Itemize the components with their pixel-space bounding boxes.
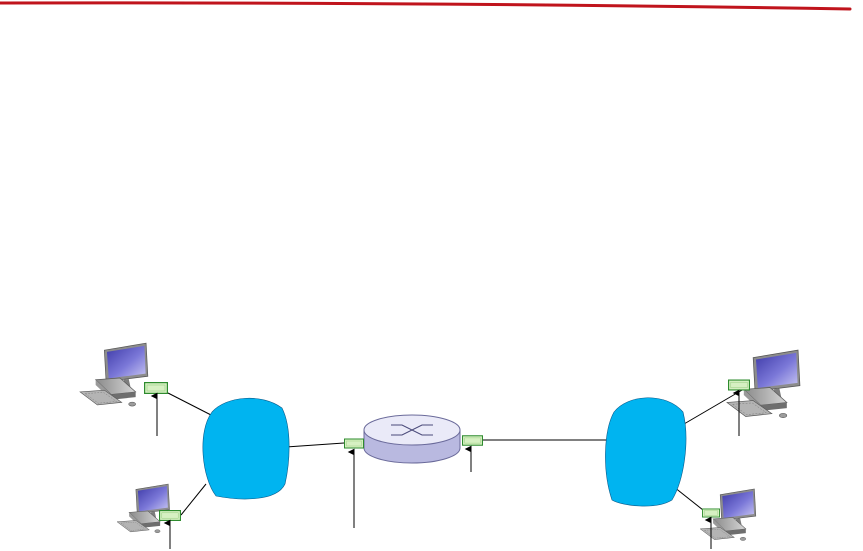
link-left-subnet-router bbox=[285, 442, 345, 448]
network-interface-icon bbox=[727, 379, 751, 391]
link-left-upper-host bbox=[167, 392, 214, 417]
router-icon bbox=[363, 414, 461, 464]
link-right-lower-host bbox=[673, 486, 704, 511]
desktop-computer-icon bbox=[116, 483, 170, 534]
network-interface-icon bbox=[343, 438, 365, 449]
network-interface-icon bbox=[701, 508, 721, 518]
network-interface-icon bbox=[144, 382, 168, 394]
right-subnet-cloud bbox=[605, 397, 687, 507]
network-interface-icon bbox=[159, 509, 181, 522]
left-subnet-cloud bbox=[202, 398, 290, 500]
title-rule bbox=[0, 1, 852, 11]
network-interface-icon bbox=[461, 435, 484, 446]
interface-pointer-arrows bbox=[150, 389, 740, 549]
desktop-computer-icon bbox=[79, 342, 149, 407]
link-left-lower-host bbox=[180, 483, 207, 516]
